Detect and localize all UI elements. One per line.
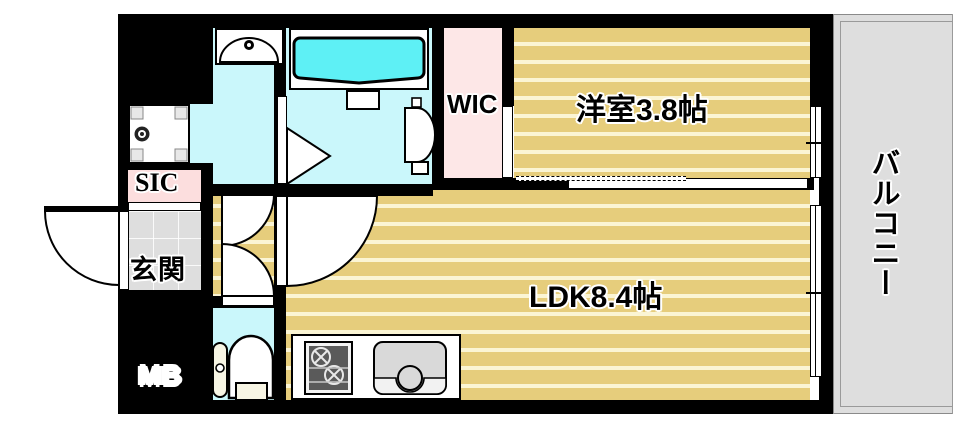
unit-bath-door[interactable] — [277, 96, 287, 184]
bedroom-label: 洋室3.8帖 — [576, 94, 708, 127]
balcony-window-ldk[interactable] — [810, 205, 822, 377]
bathtub-step — [346, 90, 380, 110]
bedroom-floor — [514, 28, 810, 178]
entrance-door[interactable] — [119, 211, 129, 290]
wic-door[interactable] — [502, 106, 513, 178]
balcony-area — [833, 14, 961, 414]
sic-door[interactable] — [128, 202, 201, 211]
sic-floor — [128, 170, 201, 202]
ldk-label: LDK8.4帖 — [529, 281, 663, 314]
wic-wall-right — [502, 14, 514, 106]
washing-machine-pan — [128, 104, 190, 164]
balcony-window-ldk-mullion — [815, 205, 816, 377]
exterior-wall-bottom — [118, 400, 833, 414]
kitchen-counter — [291, 334, 461, 400]
exterior-wall-top — [118, 14, 833, 28]
unit-bath-wall-bottom — [213, 184, 433, 196]
balcony-outer-trim — [952, 14, 961, 414]
wic-label: WIC — [447, 89, 498, 119]
ldk-door[interactable] — [276, 196, 287, 286]
wic-door-track — [506, 48, 511, 106]
genkan-label: 玄関 — [130, 255, 186, 285]
mb-label: MB — [138, 360, 182, 391]
balcony-window-bedroom-handle — [806, 142, 824, 144]
toilet-door[interactable] — [222, 296, 274, 306]
meter-box-block — [118, 290, 213, 414]
sic-label: SIC — [135, 168, 179, 197]
wic-floor — [444, 28, 502, 178]
toilet-room-wall-right — [274, 308, 286, 400]
balcony-window-ldk-handle — [806, 292, 824, 294]
genkan-floor — [128, 211, 201, 290]
bathtub-surround — [289, 28, 429, 90]
washbasin-counter — [215, 28, 284, 65]
exterior-wall-right — [819, 14, 833, 414]
balcony-label: バルコニー — [867, 148, 899, 298]
corridor-wall-left — [201, 163, 213, 308]
bedroom-partition-track — [516, 176, 686, 181]
bedroom-partition-sliding[interactable] — [568, 178, 808, 189]
wic-wall-left — [432, 14, 444, 192]
